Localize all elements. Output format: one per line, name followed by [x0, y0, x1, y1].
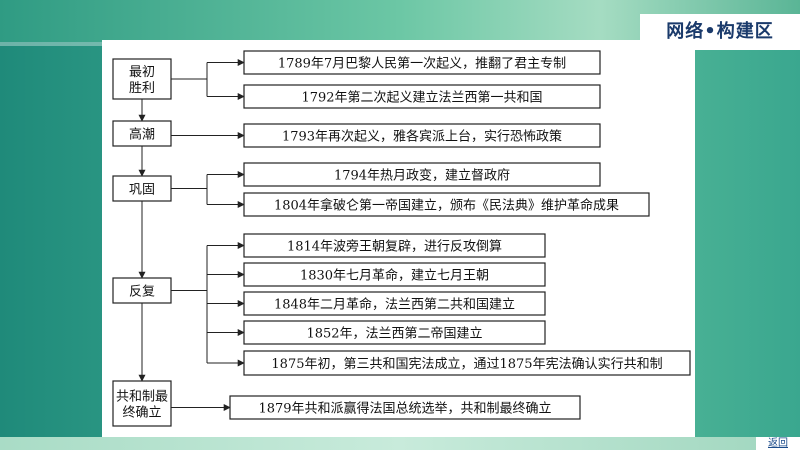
- stage-label-s5-1: 终确立: [122, 405, 161, 421]
- event-box-e9: [243, 320, 546, 345]
- stage-label-s5-0: 共和制最: [116, 390, 168, 405]
- diagram-panel: 最初胜利高潮巩固反复共和制最终确立 1789年7月巴黎人民第一次起义，推翻了君主专…: [102, 40, 695, 437]
- event-label-e8: 1848年二月革命，法兰西第二共和国建立: [274, 297, 515, 313]
- footer-bar: [0, 437, 800, 450]
- stage-label-s1-0: 最初: [129, 65, 155, 80]
- event-label-e10: 1875年初，第三共和国宪法成立，通过1875年宪法确认实行共和制: [271, 356, 662, 372]
- stage-box-s1: [112, 58, 172, 100]
- event-label-e7: 1830年七月革命，建立七月王朝: [300, 268, 489, 284]
- event-label-e4: 1794年热月政变，建立督政府: [334, 168, 510, 184]
- stage-label-s3-0: 巩固: [129, 183, 155, 198]
- event-box-e1: [243, 50, 601, 75]
- event-label-e2: 1792年第二次起义建立法兰西第一共和国: [301, 90, 542, 106]
- event-box-e11: [229, 395, 581, 420]
- event-label-e6: 1814年波旁王朝复辟，进行反攻倒算: [287, 239, 502, 255]
- event-label-e1: 1789年7月巴黎人民第一次起义，推翻了君主专制: [278, 56, 566, 72]
- event-label-e9: 1852年，法兰西第二帝国建立: [306, 326, 482, 342]
- event-box-e4: [243, 162, 601, 187]
- stage-label-s2-0: 高潮: [129, 127, 155, 143]
- stage-box-s5: [112, 380, 172, 427]
- event-label-e5: 1804年拿破仑第一帝国建立，颁布《民法典》维护革命成果: [274, 198, 619, 214]
- back-link[interactable]: 返回: [756, 437, 800, 450]
- stage-label-s1-1: 胜利: [129, 81, 155, 96]
- event-box-e5: [243, 192, 650, 217]
- event-label-e11: 1879年共和派赢得法国总统选举，共和制最终确立: [258, 401, 551, 417]
- event-box-e2: [243, 84, 601, 109]
- event-box-e8: [243, 291, 546, 316]
- event-box-e6: [243, 233, 546, 258]
- event-box-e3: [243, 123, 601, 148]
- event-label-e3: 1793年再次起义，雅各宾派上台，实行恐怖政策: [282, 129, 562, 145]
- event-box-e10: [243, 350, 691, 376]
- stage-label-s4-0: 反复: [129, 285, 155, 300]
- event-box-e7: [243, 262, 546, 287]
